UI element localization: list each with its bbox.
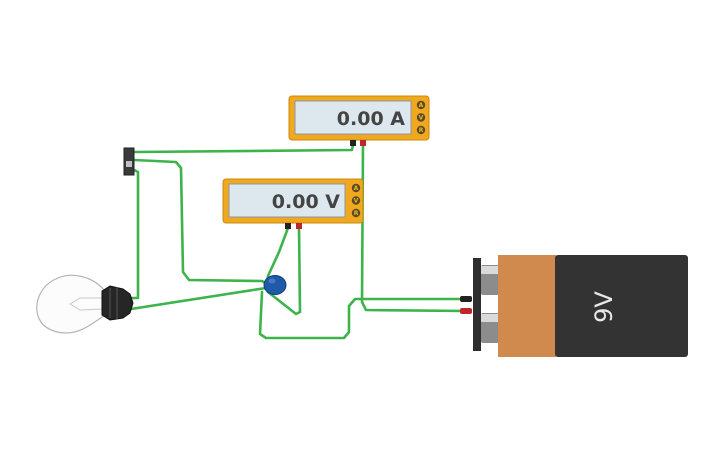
ammeter-reading: 0.00 A (337, 108, 405, 130)
ammeter-mode-buttons: A V R (416, 100, 426, 135)
battery-label: 9V (590, 291, 618, 323)
voltmeter-red-terminal[interactable] (296, 223, 302, 229)
wire-capacitor-to-battery[interactable] (258, 290, 468, 340)
voltmeter-mode-r-label: R (354, 210, 359, 217)
battery-9v[interactable]: 9V (460, 255, 688, 357)
voltmeter-mode-v-label: V (354, 198, 359, 205)
ammeter-mode-v-button[interactable] (416, 113, 426, 122)
light-bulb[interactable] (36, 274, 134, 334)
switch-slider[interactable] (126, 161, 132, 167)
slide-switch[interactable] (123, 147, 135, 176)
voltmeter-reading: 0.00 V (272, 191, 340, 213)
voltmeter-terminals (285, 223, 302, 229)
wire-bulb-to-capacitor[interactable] (129, 286, 268, 311)
ammeter-mode-a-label: A (419, 102, 424, 109)
voltmeter-display (228, 183, 346, 218)
wire-switch-to-ammeter[interactable] (132, 142, 355, 154)
voltmeter-mode-r-button[interactable] (351, 208, 361, 218)
capacitor[interactable] (263, 275, 287, 295)
wire-ammeter-to-battery[interactable] (360, 142, 468, 313)
ammeter-red-terminal[interactable] (360, 140, 366, 146)
battery-band (498, 255, 556, 357)
ammeter-mode-a-button[interactable] (416, 100, 426, 110)
wire-voltmeter-red[interactable] (266, 226, 302, 316)
voltmeter-black-terminal[interactable] (285, 223, 291, 229)
battery-black-lead[interactable] (460, 296, 472, 302)
wire-switch-to-bulb[interactable] (129, 168, 140, 300)
voltmeter-mode-v-button[interactable] (351, 196, 361, 205)
ammeter-mode-v-label: V (419, 115, 424, 122)
ammeter-mode-r-button[interactable] (416, 125, 426, 135)
bulb-filament (69, 297, 105, 311)
voltmeter[interactable]: 0.00 V A V R (222, 178, 364, 229)
voltmeter-mode-a-button[interactable] (351, 183, 361, 193)
ammeter[interactable]: 0.00 A A V R (288, 95, 430, 146)
ammeter-black-terminal[interactable] (350, 140, 356, 146)
battery-body (555, 255, 688, 357)
voltmeter-mode-a-label: A (354, 185, 359, 192)
battery-clip-plate (473, 258, 481, 351)
ammeter-mode-r-label: R (419, 127, 424, 134)
voltmeter-mode-buttons: A V R (351, 183, 361, 218)
ammeter-display (294, 100, 412, 135)
wires (129, 142, 468, 340)
wire-switch-to-capacitor[interactable] (132, 158, 272, 288)
ammeter-terminals (350, 140, 366, 146)
battery-red-lead[interactable] (460, 308, 472, 314)
